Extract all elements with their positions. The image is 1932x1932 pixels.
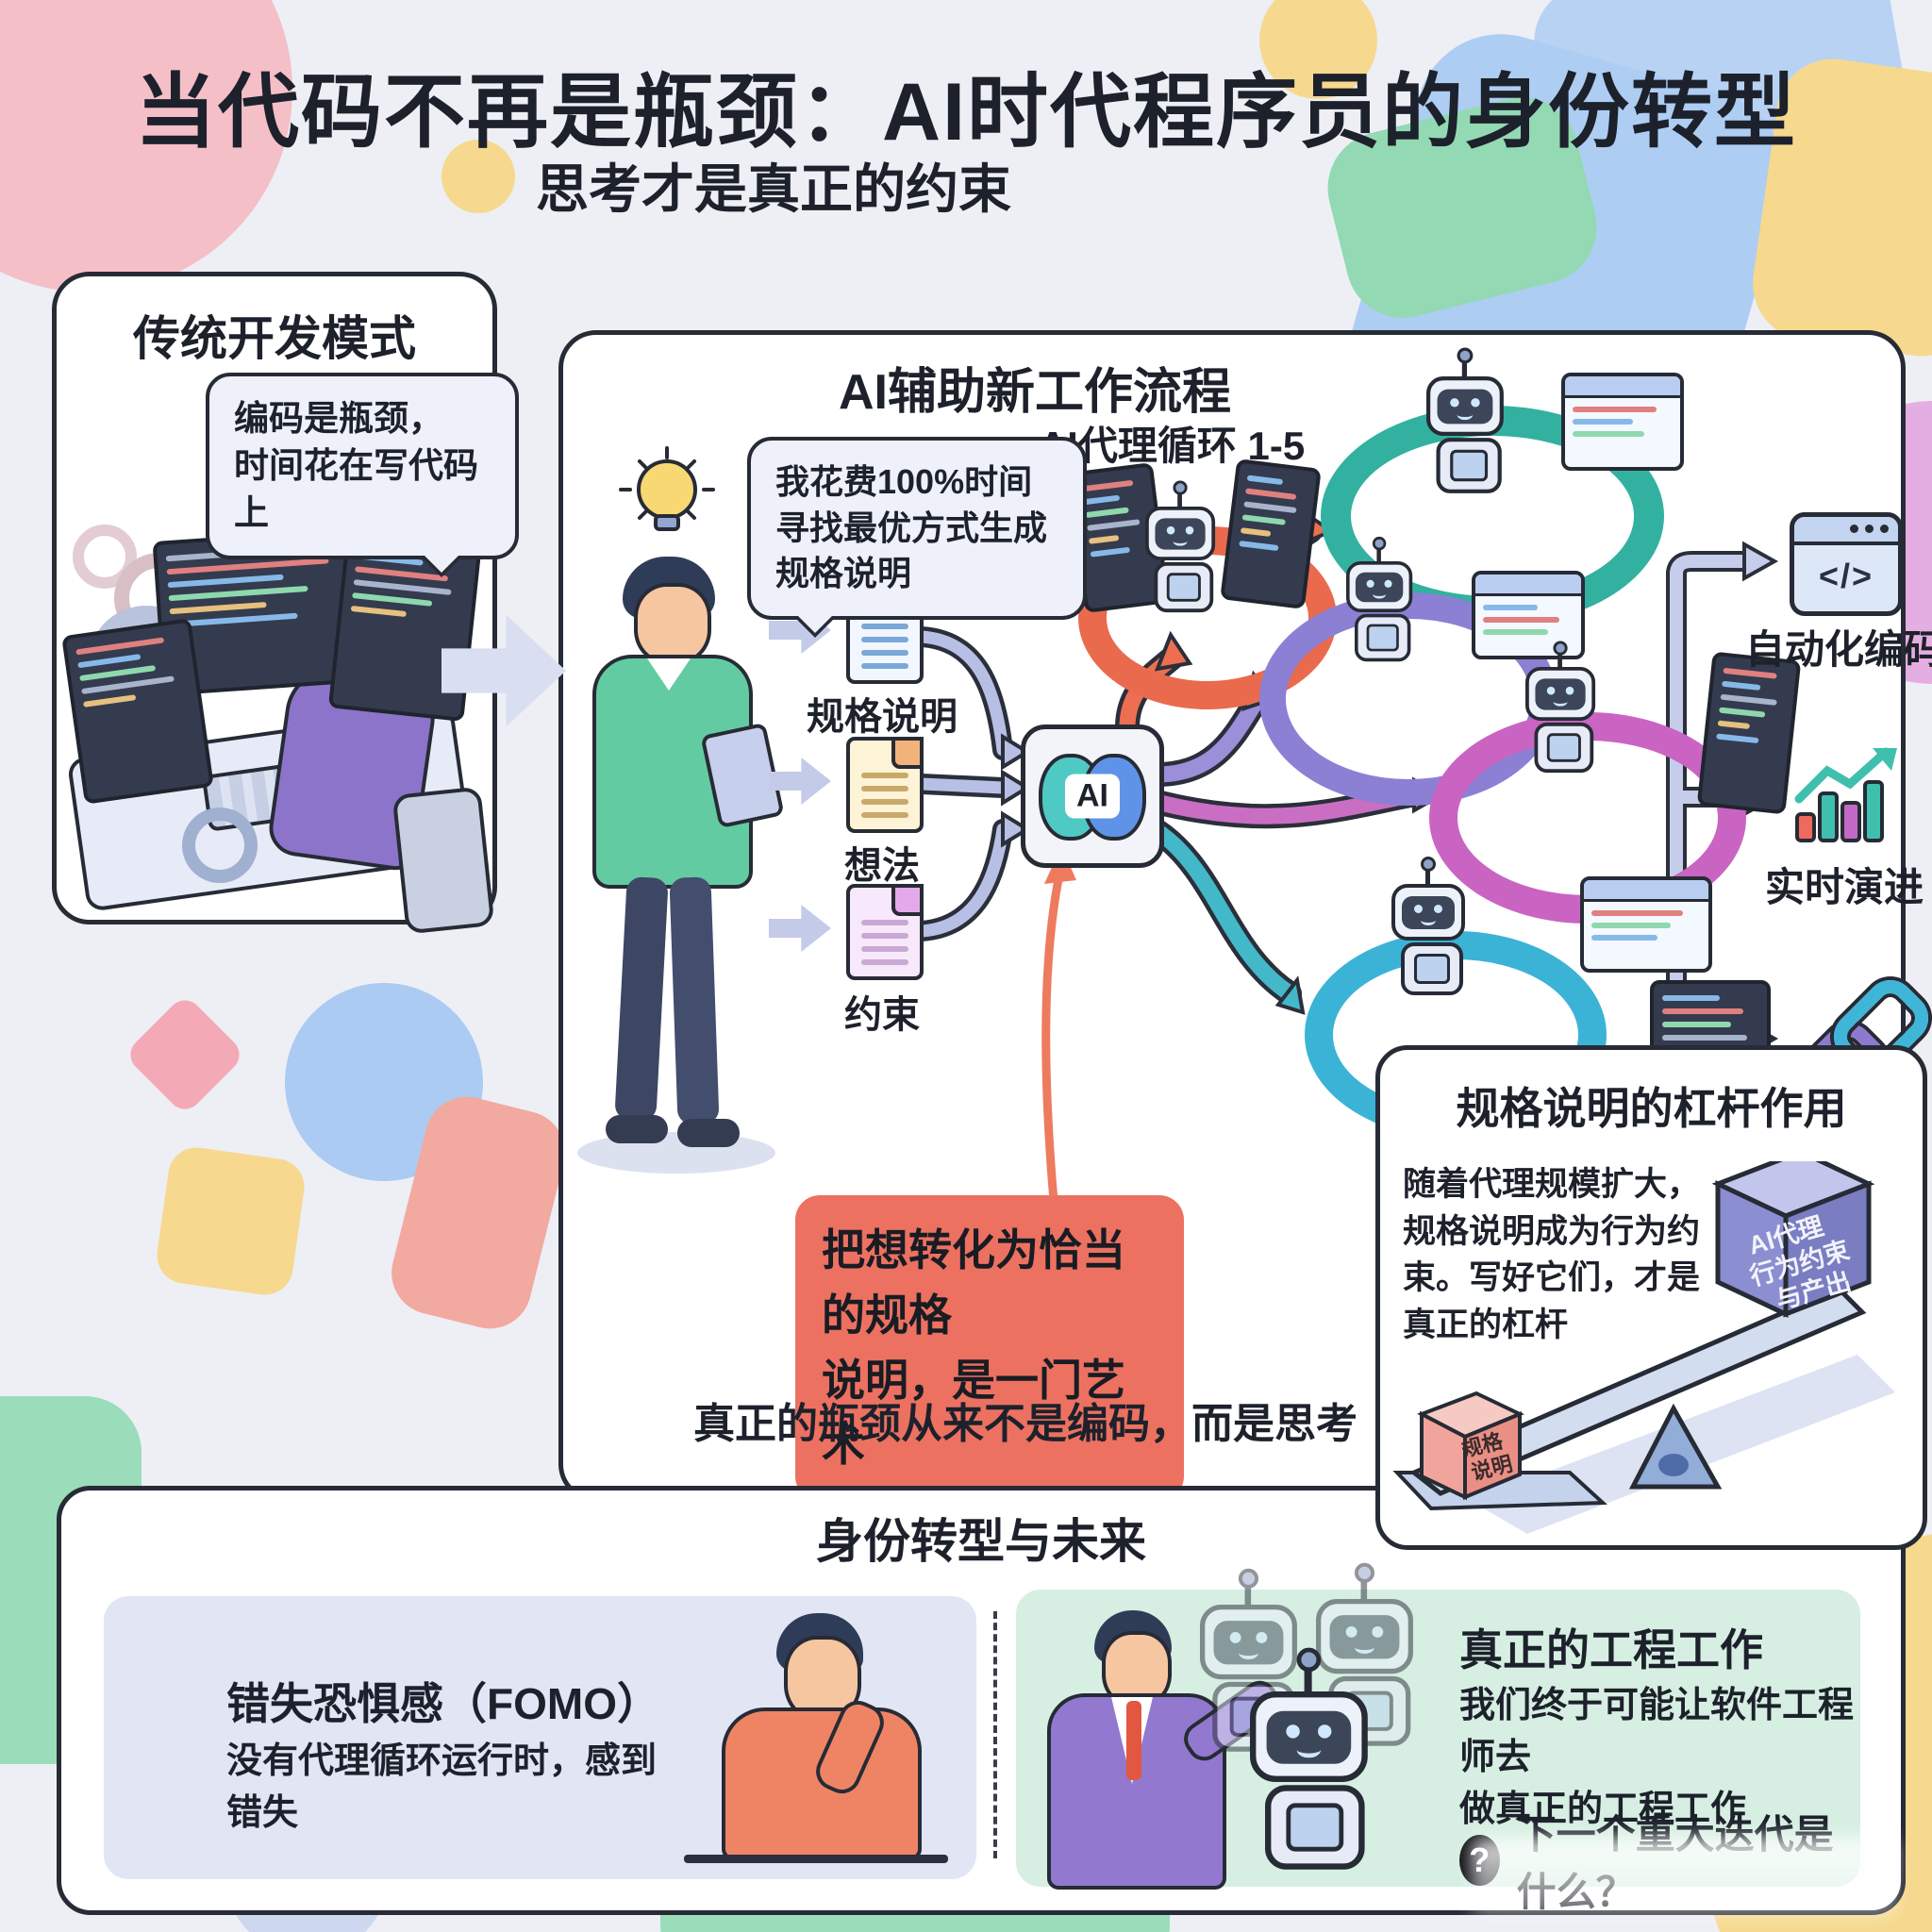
bubble-line: 时间花在写代码上 <box>234 445 478 532</box>
page-title: 当代码不再是瓶颈：AI时代程序员的身份转型 <box>135 67 1797 158</box>
desk-line <box>684 1855 948 1863</box>
decor-yellow-square <box>153 1143 308 1299</box>
leg <box>669 876 720 1125</box>
ai-node: AI <box>1021 724 1164 868</box>
real-engineering-card: 真正的工程工作 我们终于可能让软件工程师去 做真正的工程工作 ? 下一个重大迭代… <box>1016 1562 1860 1914</box>
lightbulb-icon <box>619 446 715 531</box>
traditional-dev-panel: 传统开发模式 编码是瓶颈， 时间花在写代码上 <box>52 272 519 935</box>
robot-icon <box>1316 1562 1413 1746</box>
fomo-body-line: 错失 <box>226 1793 299 1834</box>
automated-coding-label: 自动化编码 <box>1744 627 1932 672</box>
face <box>634 583 711 664</box>
robot-icon <box>1346 536 1413 662</box>
tie <box>1126 1701 1141 1780</box>
decor-yellow-circle-top <box>1259 0 1377 99</box>
code-panel <box>1220 458 1322 609</box>
callout-line: 说明，是一门艺术 <box>822 1356 1125 1470</box>
code-glyph: </> <box>1818 557 1874 595</box>
ai-workflow-title: AI辅助新工作流程 <box>838 365 1231 420</box>
gear-icon <box>182 808 258 883</box>
spec-time-speech-bubble: 我花费100%时间 寻找最优方式生成 规格说明 <box>747 437 1087 620</box>
fomo-body: 没有代理循环运行时，感到 错失 <box>226 1736 679 1840</box>
robot-icon <box>1525 641 1596 774</box>
spec-leverage-body: 随着代理规模扩大，规格说明成为行为约束。写好它们，才是真正的杠杆 <box>1403 1166 1701 1344</box>
automated-coding-icon: </> <box>1790 512 1903 616</box>
idea-doc-icon <box>846 737 924 833</box>
leverage-seesaw-illustration: AI代理 行为约束 与产出 规格 说明 <box>1392 1161 1895 1534</box>
ai-badge: AI <box>1065 774 1120 819</box>
code-window <box>1472 571 1585 659</box>
code-window <box>1580 876 1712 973</box>
shoe <box>677 1119 740 1147</box>
robot-icon <box>1391 857 1465 995</box>
realtime-evolution-icon <box>1794 747 1897 842</box>
shadow <box>577 1132 775 1174</box>
constraint-doc-label: 约束 <box>844 994 920 1036</box>
real-engineering-body: 我们终于可能让软件工程师去 做真正的工程工作 <box>1459 1680 1865 1836</box>
bubble-line: 寻找最优方式生成 <box>775 508 1048 547</box>
identity-future-panel: 身份转型与未来 错失恐惧感（FOMO） 没有代理循环运行时，感到 错失 <box>57 1486 1906 1915</box>
real-engineering-title: 真正的工程工作 <box>1459 1625 1763 1674</box>
realtime-evolution-label: 实时演进 <box>1764 865 1924 909</box>
spec-leverage-panel: 规格说明的杠杆作用 随着代理规模扩大，规格说明成为行为约束。写好它们，才是真正的… <box>1375 1045 1927 1550</box>
fomo-body-line: 没有代理循环运行时，感到 <box>226 1741 658 1781</box>
idea-doc-label: 想法 <box>844 845 920 887</box>
spec-art-callout: 把想转化为恰当的规格 说明，是一门艺术 <box>795 1195 1184 1501</box>
identity-future-title: 身份转型与未来 <box>816 1515 1146 1568</box>
bottleneck-caption: 真正的瓶颈从来不是编码，而是思考 <box>693 1401 1357 1447</box>
watermark <box>1472 1838 1896 1917</box>
robot-icon <box>1250 1647 1368 1870</box>
decor-yellow-dot <box>441 140 515 213</box>
dashed-divider <box>993 1611 997 1858</box>
bubble-line: 编码是瓶颈， <box>234 399 443 438</box>
spec-author-figure <box>568 557 785 1179</box>
thinking-person-figure <box>684 1613 958 1866</box>
code-panel <box>1696 651 1802 815</box>
page-subtitle: 思考才是真正的约束 <box>536 159 1011 219</box>
code-monitor <box>61 618 214 805</box>
leg <box>614 876 669 1122</box>
engineer-suit-figure <box>1040 1610 1287 1890</box>
bubble-line: 我花费100%时间 <box>775 462 1033 501</box>
robot-icon <box>1426 347 1504 493</box>
fomo-card: 错失恐惧感（FOMO） 没有代理循环运行时，感到 错失 <box>104 1596 976 1879</box>
bubble-line: 规格说明 <box>775 554 912 593</box>
traditional-dev-title: 传统开发模式 <box>133 312 416 365</box>
shoe <box>606 1115 668 1143</box>
callout-line: 把想转化为恰当的规格 <box>822 1225 1125 1340</box>
spec-leverage-title: 规格说明的杠杆作用 <box>1456 1084 1847 1133</box>
constraint-doc-icon <box>846 884 924 980</box>
chair <box>391 786 495 935</box>
decor-pink-diamond <box>123 992 247 1117</box>
real-engineering-line: 我们终于可能让软件工程师去 <box>1459 1686 1855 1778</box>
bottleneck-speech-bubble: 编码是瓶颈， 时间花在写代码上 <box>206 373 519 559</box>
real-engineering-line: 做真正的工程工作 <box>1459 1790 1747 1830</box>
coding-desk-illustration <box>61 525 495 935</box>
fomo-title: 错失恐惧感（FOMO） <box>226 1679 660 1728</box>
spec-doc-label: 规格说明 <box>807 696 958 738</box>
code-window <box>1561 373 1684 471</box>
robot-icon <box>1145 480 1216 613</box>
